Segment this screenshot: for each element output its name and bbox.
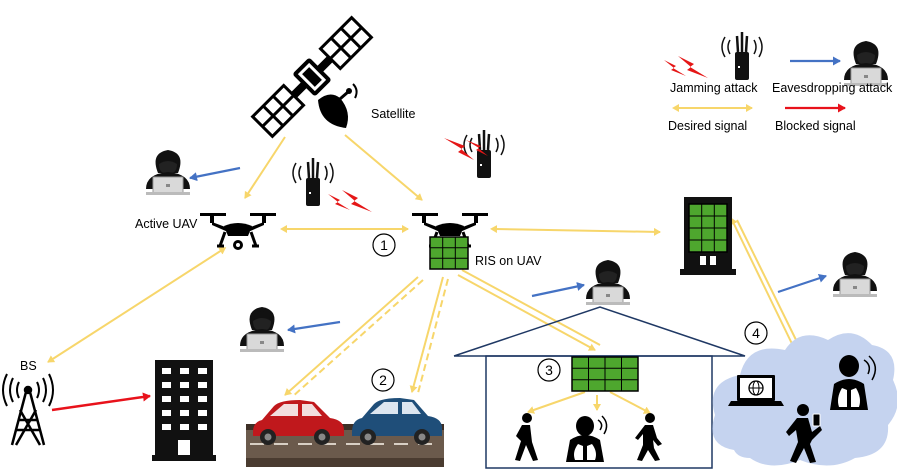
house-icon [453, 306, 746, 469]
legend-blocked-label: Blocked signal [775, 119, 856, 133]
lungs-icon-patient [566, 415, 608, 462]
active-uav-label: Active UAV [135, 217, 198, 231]
lightning-icon-left [328, 190, 372, 212]
ris-panel-icon [429, 236, 469, 270]
svg-text:3: 3 [545, 362, 553, 378]
legend-jamming-label: Jamming attack [670, 81, 758, 95]
scenario-number-2: 2 [371, 368, 395, 392]
scenario-number-4: 4 [744, 321, 768, 345]
link-indoor-person-right [609, 391, 651, 414]
legend-hacker-icon [843, 40, 889, 87]
link-ris-house-b [461, 269, 601, 346]
link-active-uav-bs [47, 247, 227, 363]
satellite-dish [318, 83, 358, 128]
eavesdrop-links [189, 166, 827, 334]
ris-building-icon [680, 197, 736, 275]
ris-on-uav-label: RIS on UAV [475, 254, 542, 268]
link-ris-house-a [457, 274, 596, 351]
building-icon [152, 360, 216, 461]
hacker-icon-right [832, 251, 878, 298]
scenario-number-1: 1 [372, 233, 396, 257]
blue-car-icon [352, 398, 442, 445]
blocked-signal-bs-building [51, 392, 151, 412]
indoor-ris-panel-icon [571, 356, 639, 392]
link-satellite-ris-uav [344, 134, 423, 201]
satellite-icon [250, 15, 374, 139]
cell-tower-icon [2, 373, 54, 446]
link-building-cloud-b [736, 219, 801, 349]
legend-jammer-icon [720, 30, 764, 82]
active-uav-drone-icon [198, 211, 278, 250]
lungs-icon-cloud [830, 355, 877, 410]
pedestrian-icon-right [635, 413, 662, 461]
bs-label: BS [20, 359, 37, 373]
pedestrian-icon-left [515, 413, 538, 461]
desired-signal-links [47, 134, 801, 414]
link-satellite-active-uav [244, 136, 286, 199]
link-ris-red-car-solid [284, 276, 419, 396]
link-ris-uav-building [490, 225, 661, 236]
svg-text:1: 1 [380, 237, 388, 253]
link-ris-blue-car-dashed [417, 278, 449, 394]
walking-phone-user-icon [786, 404, 822, 463]
link-indoor-person-left [527, 391, 586, 414]
legend-lightning-icon [664, 56, 708, 78]
svg-text:2: 2 [379, 372, 387, 388]
legend: Jamming attack Eavesdropping attack Desi… [664, 30, 893, 133]
link-ris-red-car-dashed [291, 279, 424, 398]
svg-text:4: 4 [752, 325, 760, 341]
jammer-icon-left [291, 156, 335, 208]
legend-eavesdropping-label: Eavesdropping attack [772, 81, 893, 95]
hacker-icon-top-left [145, 149, 191, 196]
laptop-globe-icon [728, 375, 784, 406]
red-car-icon [253, 400, 344, 445]
link-ris-blue-car-solid [409, 276, 444, 393]
hacker-icon-center [585, 259, 631, 306]
legend-desired-label: Desired signal [668, 119, 747, 133]
satellite-label: Satellite [371, 107, 416, 121]
link-building-cloud-a [730, 217, 796, 351]
hacker-icon-mid-left [239, 306, 285, 353]
scenario-number-3: 3 [537, 358, 561, 382]
